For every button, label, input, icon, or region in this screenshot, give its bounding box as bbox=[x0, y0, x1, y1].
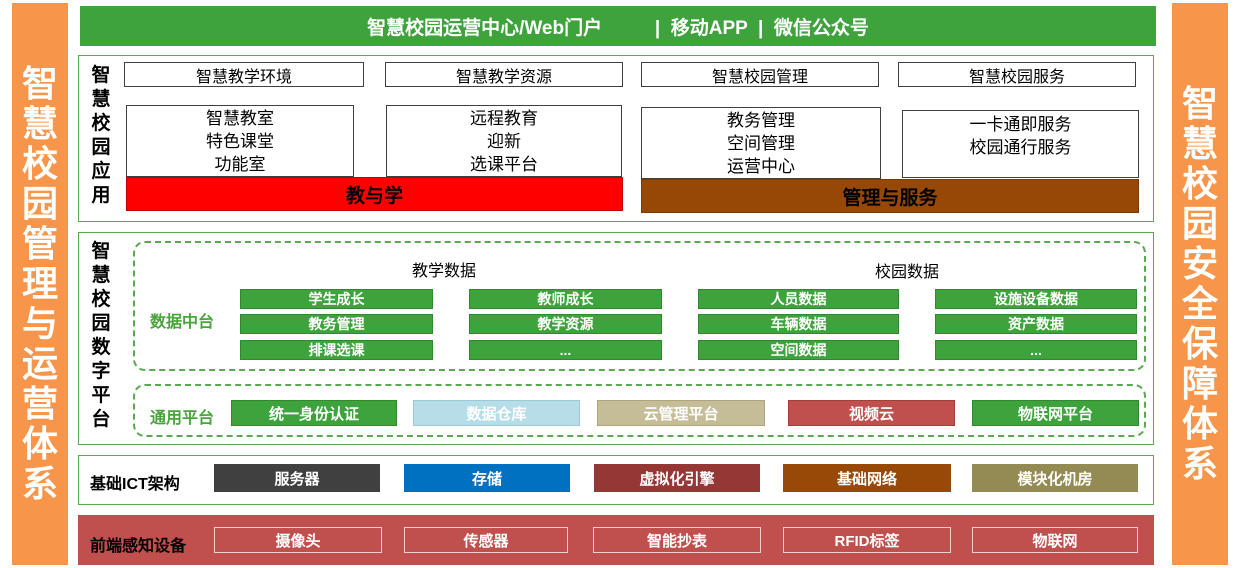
ict-layer-label: 基础ICT架构 bbox=[90, 476, 180, 493]
sense-camera: 摄像头 bbox=[214, 527, 382, 553]
right-side-char: 安 bbox=[1181, 243, 1218, 284]
right-side-char: 智 bbox=[1181, 83, 1218, 124]
platform-iot: 物联网平台 bbox=[972, 400, 1139, 426]
left-side-char: 智 bbox=[21, 63, 58, 104]
common-platform-group bbox=[133, 384, 1146, 437]
data-student-growth: 学生成长 bbox=[240, 289, 433, 309]
left-side-char: 理 bbox=[21, 263, 58, 304]
app-header-teaching-env: 智慧教学环境 bbox=[124, 62, 364, 87]
sense-sensor: 传感器 bbox=[404, 527, 568, 553]
data-center-label: 数据中台 bbox=[150, 314, 215, 331]
ict-modular-datacenter: 模块化机房 bbox=[972, 464, 1138, 492]
app-content-campus-mgmt: 教务管理空间管理运营中心 bbox=[641, 107, 881, 179]
app-layer-label: 智慧校 园应用 bbox=[91, 65, 111, 206]
ict-storage: 存储 bbox=[404, 464, 570, 492]
right-side-label: 智 慧 校 园 安 全 保 障 体 系 bbox=[1172, 3, 1228, 565]
right-side-char: 慧 bbox=[1181, 123, 1218, 164]
right-side-char: 校 bbox=[1181, 163, 1218, 204]
platform-video-cloud: 视频云 bbox=[788, 400, 955, 426]
right-side-char: 保 bbox=[1181, 323, 1218, 364]
app-header-campus-mgmt: 智慧校园管理 bbox=[641, 62, 879, 87]
right-side-char: 全 bbox=[1181, 283, 1218, 324]
platform-data-warehouse: 数据仓库 bbox=[413, 400, 580, 426]
left-side-char: 校 bbox=[21, 143, 58, 184]
right-side-char: 园 bbox=[1181, 203, 1218, 244]
data-teacher-growth: 教师成长 bbox=[469, 289, 662, 309]
sense-layer-label: 前端感知设备 bbox=[90, 538, 187, 555]
platform-unified-identity: 统一身份认证 bbox=[231, 400, 397, 426]
left-side-char: 系 bbox=[21, 463, 58, 504]
right-side-char: 障 bbox=[1181, 363, 1218, 404]
data-academic-affairs: 教务管理 bbox=[240, 314, 433, 334]
sense-rfid-tag: RFID标签 bbox=[783, 527, 951, 553]
app-content-teaching-env: 智慧教室特色课堂功能室 bbox=[126, 105, 354, 177]
app-content-campus-service: 一卡通即服务校园通行服务 bbox=[902, 110, 1139, 178]
campus-data-title: 校园数据 bbox=[875, 264, 940, 281]
common-platform-label: 通用平台 bbox=[150, 410, 215, 427]
management-service-bar: 管理与服务 bbox=[641, 179, 1139, 213]
left-side-char: 慧 bbox=[21, 103, 58, 144]
sense-smart-meter: 智能抄表 bbox=[593, 527, 761, 553]
data-center-group bbox=[133, 241, 1146, 371]
ict-server: 服务器 bbox=[214, 464, 380, 492]
data-assets: 资产数据 bbox=[935, 314, 1137, 334]
data-teaching-more: ... bbox=[469, 340, 662, 360]
left-side-char: 体 bbox=[21, 423, 58, 464]
left-side-char: 运 bbox=[21, 343, 58, 384]
teaching-learning-bar: 教与学 bbox=[126, 177, 623, 211]
teaching-data-title: 教学数据 bbox=[412, 263, 477, 280]
data-personnel: 人员数据 bbox=[698, 289, 899, 309]
left-side-char: 园 bbox=[21, 183, 58, 224]
data-facilities: 设施设备数据 bbox=[935, 289, 1137, 309]
data-vehicles: 车辆数据 bbox=[698, 314, 899, 334]
right-side-char: 体 bbox=[1181, 403, 1218, 444]
top-access-text: 智慧校园运营中心/Web门户 | 移动APP | 微信公众号 bbox=[367, 17, 869, 39]
app-header-campus-service: 智慧校园服务 bbox=[898, 62, 1136, 87]
data-space: 空间数据 bbox=[698, 340, 899, 360]
data-campus-more: ... bbox=[935, 340, 1137, 360]
data-teaching-resources: 教学资源 bbox=[469, 314, 662, 334]
top-access-bar: 智慧校园运营中心/Web门户 | 移动APP | 微信公众号 bbox=[80, 6, 1156, 46]
left-side-char: 营 bbox=[21, 383, 58, 424]
ict-virtualization-engine: 虚拟化引擎 bbox=[594, 464, 760, 492]
right-side-char: 系 bbox=[1181, 443, 1218, 484]
platform-cloud-management: 云管理平台 bbox=[597, 400, 765, 426]
data-course-scheduling: 排课选课 bbox=[240, 340, 433, 360]
left-side-label: 智 慧 校 园 管 理 与 运 营 体 系 bbox=[12, 3, 68, 565]
left-side-char: 管 bbox=[21, 223, 58, 264]
sense-iot: 物联网 bbox=[972, 527, 1138, 553]
ict-base-network: 基础网络 bbox=[783, 464, 951, 492]
digital-layer-label: 智慧校 园数字 平台 bbox=[91, 241, 111, 430]
app-header-teaching-resource: 智慧教学资源 bbox=[385, 62, 623, 87]
app-content-teaching-resource: 远程教育迎新选课平台 bbox=[386, 105, 622, 177]
left-side-char: 与 bbox=[21, 303, 58, 344]
